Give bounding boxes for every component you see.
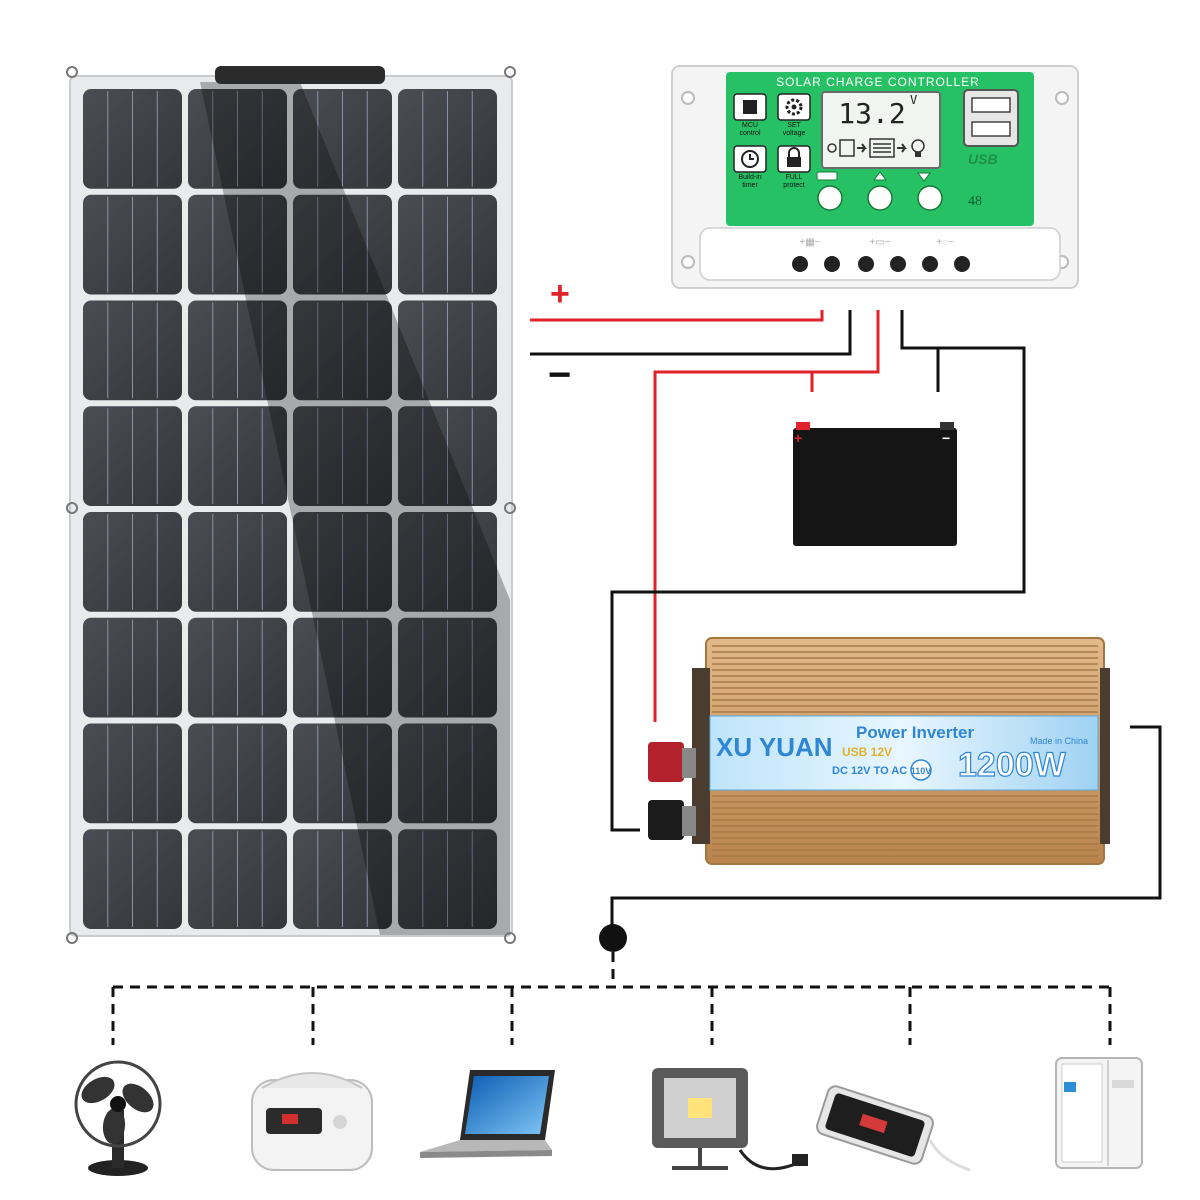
battery-negative-terminal bbox=[940, 422, 954, 430]
appliance-laptop bbox=[420, 1070, 555, 1158]
rice-cooker-icon bbox=[251, 1072, 373, 1171]
terminal-symbol-panel: +▦− bbox=[799, 237, 820, 248]
terminal-block bbox=[699, 227, 1061, 281]
wiring: + − bbox=[111, 275, 1162, 1045]
feature-label-1: Build-in bbox=[738, 174, 761, 181]
inverter-brand: XU YUAN bbox=[716, 732, 833, 762]
feature-label-2: timer bbox=[742, 182, 758, 189]
charge-controller: SOLAR CHARGE CONTROLLER MCU control SET … bbox=[671, 65, 1079, 289]
inverter-origin: Made in China bbox=[1030, 736, 1088, 746]
chip-icon bbox=[743, 100, 757, 114]
feature-label-2: control bbox=[739, 130, 760, 137]
feature-label-1: MCU bbox=[742, 122, 758, 129]
usb-ports: USB 48 bbox=[963, 89, 1019, 209]
inverter-conversion-text: DC 12V TO AC bbox=[832, 765, 907, 777]
feature-set-voltage: SET voltage bbox=[777, 93, 811, 137]
battery-positive-terminal bbox=[796, 422, 810, 430]
arrow-icon bbox=[897, 143, 907, 153]
up-button[interactable] bbox=[867, 185, 893, 211]
arrow-icon bbox=[857, 143, 867, 153]
mount-hole bbox=[66, 66, 78, 78]
down-button[interactable] bbox=[917, 185, 943, 211]
inverter-ac-voltage: 110V bbox=[911, 766, 932, 776]
feature-mcu: MCU control bbox=[733, 93, 767, 137]
appliance-rice-cooker bbox=[251, 1072, 373, 1171]
feature-full-protect: FULL protect bbox=[777, 145, 811, 189]
battery: + − bbox=[793, 422, 957, 546]
usb-port[interactable] bbox=[971, 121, 1011, 137]
usb-label: USB bbox=[968, 151, 998, 167]
feature-label-1: FULL bbox=[785, 174, 802, 181]
plus-sign: + bbox=[550, 275, 570, 313]
solar-cell-grid bbox=[83, 89, 497, 929]
status-led bbox=[816, 171, 838, 181]
end-cap bbox=[1100, 668, 1110, 844]
appliance-refrigerator bbox=[1055, 1057, 1143, 1169]
laptop-icon bbox=[420, 1070, 555, 1158]
positive-terminal[interactable] bbox=[648, 742, 696, 782]
up-icon bbox=[873, 171, 887, 181]
appliance-flood-light bbox=[652, 1068, 808, 1171]
controller-title: SOLAR CHARGE CONTROLLER bbox=[776, 75, 980, 89]
battery-negative-wire bbox=[610, 310, 1026, 832]
mount-hole bbox=[504, 66, 516, 78]
usb-port[interactable] bbox=[971, 97, 1011, 113]
junction-box bbox=[215, 66, 385, 84]
inverter-title: Power Inverter bbox=[856, 723, 974, 742]
solar-panel bbox=[66, 66, 516, 944]
terminal-screws bbox=[792, 256, 970, 272]
mount-hole bbox=[66, 932, 78, 944]
feature-label-2: voltage bbox=[783, 130, 806, 137]
panel-positive-wire bbox=[530, 310, 824, 322]
smartphone-icon bbox=[816, 1085, 971, 1172]
badge-number: 48 bbox=[968, 194, 982, 209]
refrigerator-icon bbox=[1055, 1057, 1143, 1169]
appliance-fan bbox=[74, 1060, 162, 1176]
flow-icons bbox=[827, 138, 925, 158]
inverter-power: 1200W bbox=[958, 746, 1067, 784]
down-icon bbox=[917, 172, 931, 182]
lcd-voltage-value: 13.2 bbox=[838, 97, 905, 130]
junction-node bbox=[599, 924, 627, 952]
minus-sign: − bbox=[548, 353, 571, 397]
feature-label-2: protect bbox=[783, 182, 804, 189]
ac-output-wire bbox=[610, 725, 1162, 936]
power-inverter: XU YUAN Power Inverter USB 12V DC 12V TO… bbox=[648, 637, 1110, 865]
fan-icon bbox=[74, 1060, 162, 1176]
gear-icon bbox=[785, 98, 803, 116]
battery-plus-label: + bbox=[794, 430, 802, 446]
mount-hole bbox=[504, 502, 516, 514]
battery-body bbox=[793, 428, 957, 546]
lcd-voltage-unit: V bbox=[910, 93, 917, 107]
panel-icon bbox=[839, 139, 855, 157]
appliance-smartphone bbox=[816, 1085, 971, 1172]
feature-timer: Build-in timer bbox=[733, 145, 767, 189]
battery-icon bbox=[869, 138, 895, 158]
inverter-usb-text: USB 12V bbox=[842, 745, 892, 759]
menu-button[interactable] bbox=[817, 185, 843, 211]
panel-reflection bbox=[200, 82, 510, 935]
panel-negative-wire bbox=[530, 310, 852, 356]
lcd-display: 13.2 V bbox=[821, 91, 941, 169]
sun-icon bbox=[827, 143, 837, 153]
heat-sink-fins bbox=[712, 645, 1098, 857]
negative-terminal[interactable] bbox=[648, 800, 696, 840]
inverter-label bbox=[709, 715, 1099, 791]
feature-label-1: SET bbox=[787, 122, 801, 129]
mount-hole bbox=[504, 932, 516, 944]
flood-light-icon bbox=[652, 1068, 808, 1171]
battery-minus-label: − bbox=[942, 430, 950, 446]
end-cap bbox=[692, 668, 710, 844]
load-distribution-lines bbox=[111, 952, 1112, 1045]
battery-positive-wire bbox=[653, 310, 880, 722]
terminal-symbol-load: +◌− bbox=[936, 237, 954, 248]
lock-icon bbox=[787, 147, 801, 167]
mount-hole bbox=[66, 502, 78, 514]
clock-icon bbox=[741, 150, 759, 168]
terminal-symbol-battery: +▭− bbox=[869, 237, 890, 248]
